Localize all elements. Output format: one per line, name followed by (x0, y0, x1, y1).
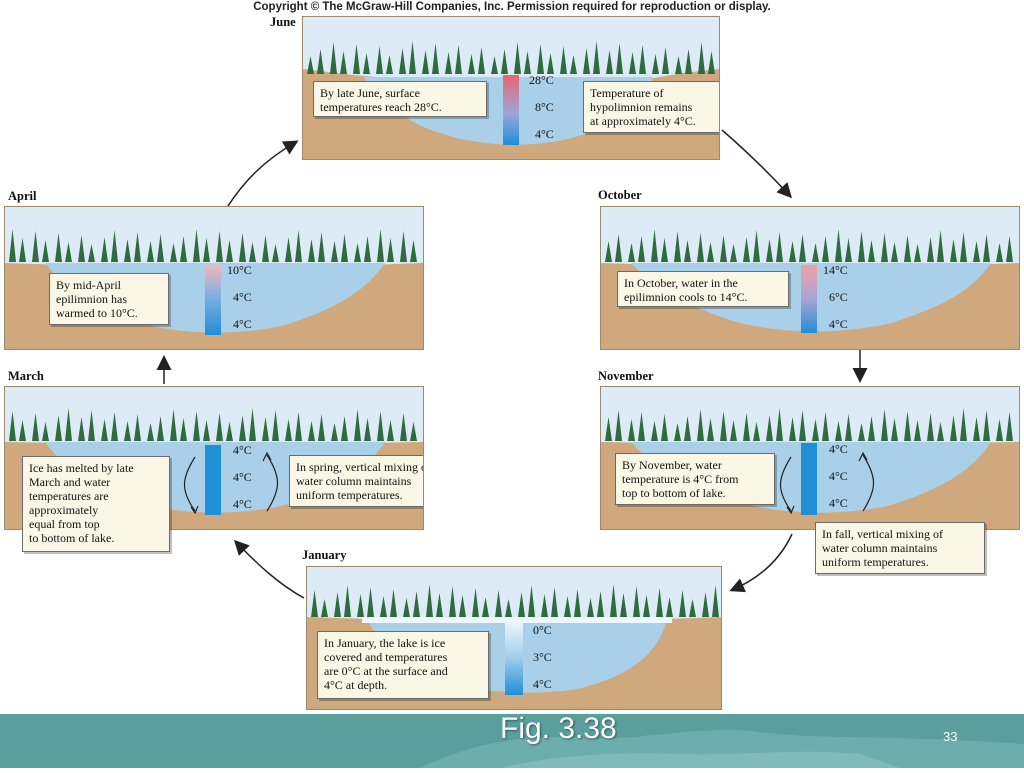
panel-april: 10°C 4°C 4°C By mid-April epilimnion has… (4, 206, 424, 350)
treeline (307, 41, 715, 74)
temperature-column (505, 621, 523, 695)
temp-middle: 8°C (535, 100, 554, 114)
footer-decoration (420, 729, 1024, 768)
treeline (311, 584, 719, 617)
temp-middle: 4°C (233, 290, 252, 304)
temperature-column (205, 445, 221, 515)
panel-january: 0°C 3°C 4°C In January, the lake is ice … (306, 566, 722, 710)
page-number: 33 (943, 729, 958, 744)
temp-bottom: 4°C (535, 127, 554, 141)
callout-ice-melted: Ice has melted by late March and water t… (22, 456, 170, 552)
temp-surface: 0°C (533, 623, 552, 637)
month-label-january: January (302, 548, 347, 562)
temp-middle: 6°C (829, 290, 848, 304)
ice-layer (362, 617, 672, 623)
lake-cross-section (601, 387, 1019, 529)
temperature-column (503, 75, 519, 145)
treeline (605, 229, 1013, 262)
month-label-april: April (8, 189, 37, 203)
callout-spring-mixing: In spring, vertical mixing of water colu… (289, 455, 423, 507)
figure-label: Fig. 3.38 (500, 712, 617, 745)
temp-surface: 4°C (829, 442, 848, 456)
arrow-june-to-october (721, 129, 793, 199)
panel-october: 14°C 6°C 4°C In October, water in the ep… (600, 206, 1020, 350)
treeline (9, 408, 417, 441)
callout-hypolimnion: Temperature of hypolimnion remains at ap… (583, 81, 719, 133)
temp-bottom: 4°C (829, 317, 848, 331)
temp-bottom: 4°C (233, 317, 252, 331)
callout-uniform-4c: By November, water temperature is 4°C fr… (615, 453, 775, 505)
month-label-november: November (598, 369, 654, 383)
temperature-column (801, 443, 817, 515)
temp-bottom: 4°C (233, 497, 252, 511)
month-label-october: October (598, 188, 642, 202)
temp-surface: 14°C (823, 263, 848, 277)
mixing-arrow-left (779, 456, 792, 512)
arrow-january-to-march (233, 539, 305, 599)
treeline (9, 229, 417, 262)
temp-surface: 28°C (529, 73, 554, 87)
copyright-notice: Copyright © The McGraw-Hill Companies, I… (253, 1, 771, 13)
temp-middle: 4°C (829, 469, 848, 483)
panel-november: 4°C 4°C 4°C By November, water temperatu… (600, 386, 1020, 530)
mixing-arrow-right (862, 454, 874, 512)
treeline (605, 408, 1013, 441)
temp-surface: 10°C (227, 263, 252, 277)
arrow-november-to-january (729, 533, 793, 593)
callout-surface-temp: By late June, surface temperatures reach… (313, 81, 487, 117)
temp-bottom: 4°C (533, 677, 552, 691)
temp-bottom: 4°C (829, 496, 848, 510)
mixing-arrow-right (266, 454, 278, 512)
temperature-column (205, 265, 221, 335)
temperature-column (801, 265, 817, 333)
callout-ice-covered: In January, the lake is ice covered and … (317, 631, 489, 699)
callout-epilimnion-cools: In October, water in the epilimnion cool… (617, 271, 789, 307)
callout-epilimnion-warmed: By mid-April epilimnion has warmed to 10… (49, 273, 169, 325)
temp-middle: 4°C (233, 470, 252, 484)
temp-surface: 4°C (233, 443, 252, 457)
slide-footer (0, 714, 1024, 768)
month-label-march: March (8, 369, 44, 383)
mixing-arrow-left (183, 456, 196, 512)
panel-june: 28°C 8°C 4°C By late June, surface tempe… (302, 16, 720, 160)
month-label-june: June (270, 15, 296, 29)
arrow-april-to-june (227, 140, 299, 207)
callout-fall-mixing: In fall, vertical mixing of water column… (815, 522, 985, 574)
temp-middle: 3°C (533, 650, 552, 664)
